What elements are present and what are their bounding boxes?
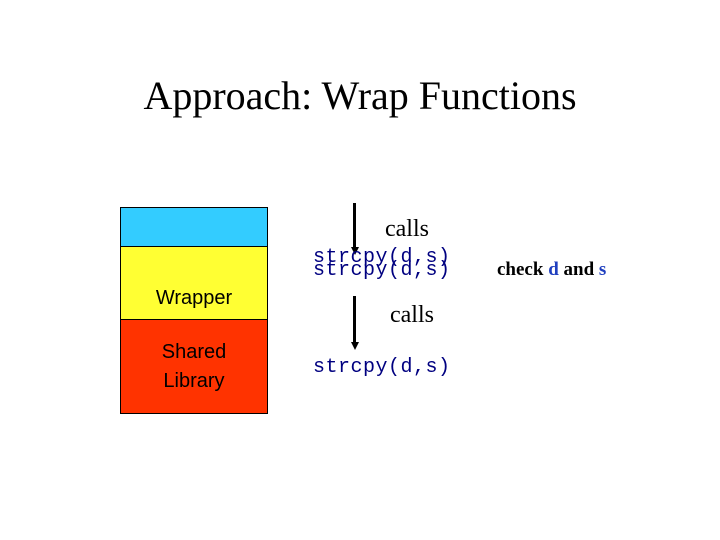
slide-title: Approach: Wrap Functions — [143, 73, 577, 118]
wrapper-layer-box: Wrapper — [120, 246, 268, 320]
top-call-arrow-head — [351, 247, 359, 255]
check-conj: and — [563, 259, 595, 280]
wrapper-strcpy-call-a: strcpy(d,s) — [313, 246, 451, 269]
check-prefix: check — [497, 259, 544, 280]
top-call-arrow-line — [353, 203, 356, 249]
bottom-call-arrow-line — [353, 296, 356, 344]
shared-library-label: Shared Library — [162, 338, 227, 396]
check-var-d: d — [548, 259, 559, 280]
shared-library-label-line2: Library — [163, 369, 225, 392]
check-note: check d and s — [497, 259, 606, 281]
check-var-s: s — [598, 259, 607, 280]
calls-label-bottom: calls — [390, 302, 434, 328]
library-strcpy-call: strcpy(d,s) — [313, 356, 451, 379]
calls-label-top: calls — [385, 216, 429, 242]
wrapper-strcpy-call-b: strcpy(d,s) — [313, 259, 451, 282]
bottom-call-arrow-head — [351, 342, 359, 350]
shared-library-layer-box: Shared Library — [120, 319, 268, 414]
application-layer-box — [120, 207, 268, 247]
wrapper-label: Wrapper — [155, 286, 233, 309]
shared-library-label-line1: Shared — [161, 340, 227, 363]
